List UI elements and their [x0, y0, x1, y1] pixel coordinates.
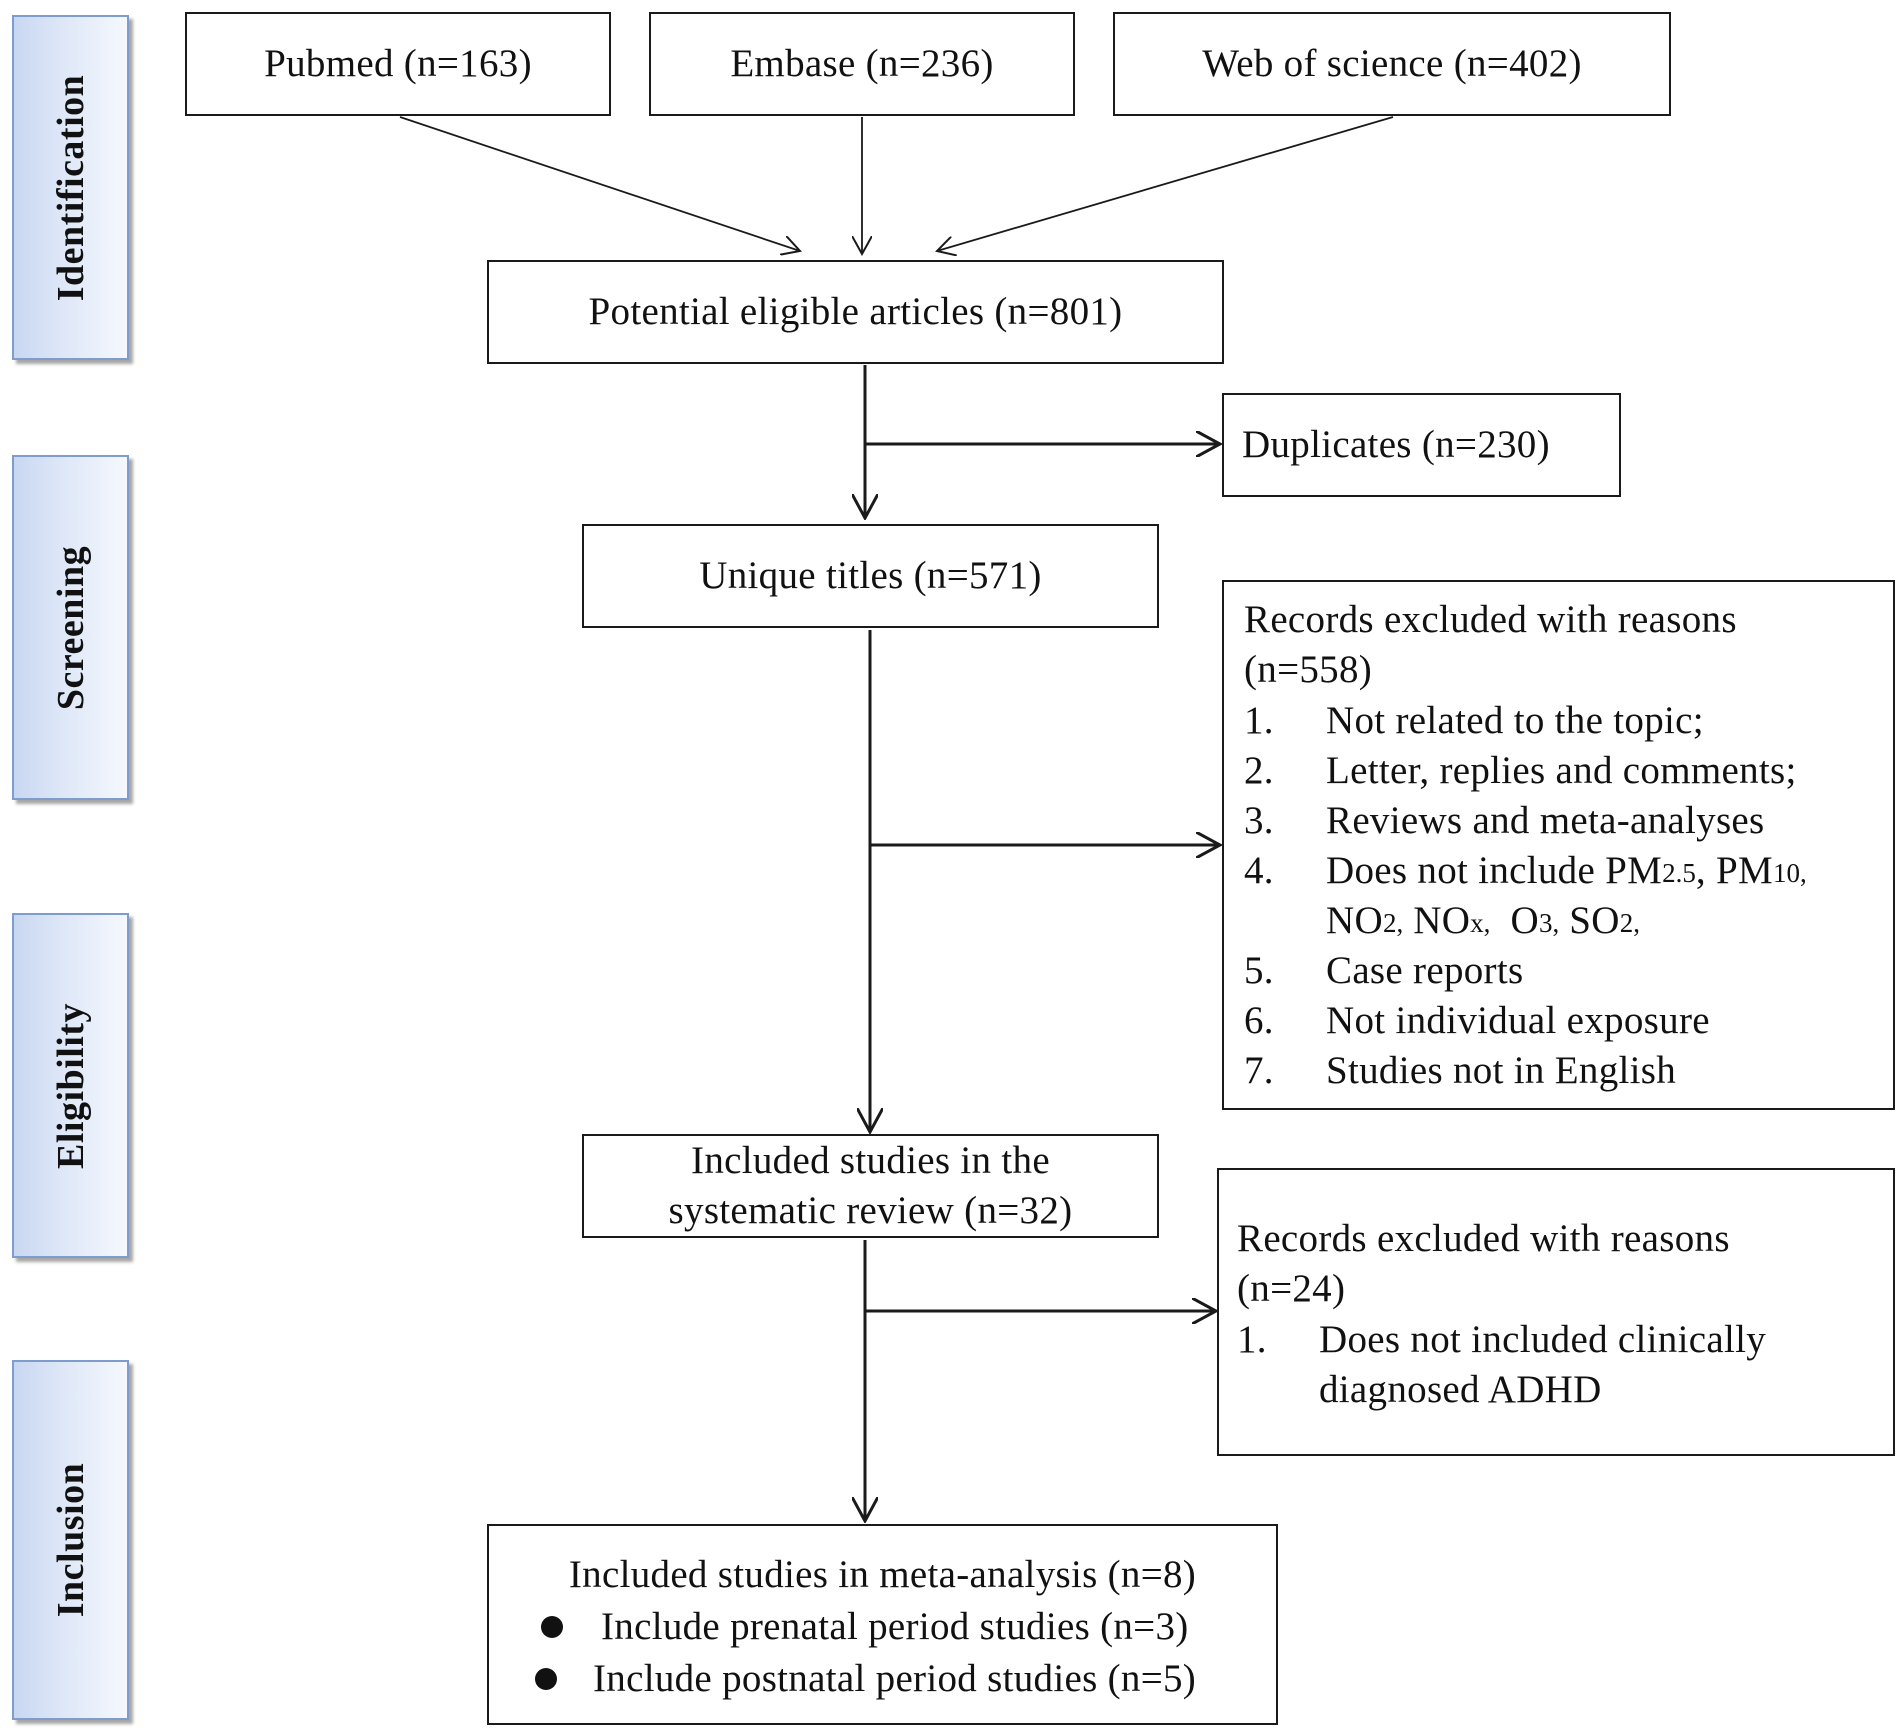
- arrow-wos-to-potential: [937, 116, 1394, 251]
- list-item-text: Studies not in English: [1326, 1049, 1677, 1092]
- exclusion-reasons-box-1: Records excluded with reasons (n=558) 1.…: [1222, 580, 1895, 1110]
- list-item: 1. Not related to the topic;: [1244, 696, 1885, 746]
- bullet-icon: [535, 1668, 557, 1690]
- phase-label: Screening: [49, 545, 92, 710]
- potential-eligible-box: Potential eligible articles (n=801): [487, 260, 1224, 364]
- so2-subscript: 2,: [1619, 908, 1641, 938]
- pollutant-text: Does not include PM: [1326, 849, 1663, 892]
- list-item-text: Reviews and meta-analyses: [1326, 799, 1765, 842]
- list-item: 6. Not individual exposure: [1244, 996, 1885, 1046]
- phase-eligibility: Eligibility: [12, 913, 129, 1258]
- pubmed-box: Pubmed (n=163): [185, 12, 611, 116]
- list-item: 3. Reviews and meta-analyses: [1244, 796, 1885, 846]
- meta-analysis-title-row: Included studies in meta-analysis (n=8): [489, 1550, 1276, 1600]
- embase-label: Embase (n=236): [730, 42, 994, 85]
- list-item-text: Case reports: [1326, 949, 1524, 992]
- phase-screening: Screening: [12, 455, 129, 800]
- meta-analysis-box: Included studies in meta-analysis (n=8) …: [487, 1524, 1278, 1725]
- list-item-text: Letter, replies and comments;: [1326, 749, 1797, 792]
- list-item: 7. Studies not in English: [1244, 1046, 1885, 1096]
- list-item: 5. Case reports: [1244, 946, 1885, 996]
- list-item: 4. Does not include PM2.5, PM10,: [1244, 846, 1885, 896]
- pollutant-text: O: [1490, 899, 1539, 942]
- pollutant-text: , PM: [1695, 849, 1773, 892]
- list-item: 2. Letter, replies and comments;: [1244, 746, 1885, 796]
- web-of-science-box: Web of science (n=402): [1113, 12, 1671, 116]
- unique-titles-box: Unique titles (n=571): [582, 524, 1159, 628]
- list-item-number: 1.: [1244, 699, 1274, 742]
- exclusion-title-row: Records excluded with reasons: [1237, 1214, 1885, 1264]
- list-item-text: Not related to the topic;: [1326, 699, 1704, 742]
- list-item-number: 4.: [1244, 849, 1274, 892]
- list-item-text: Does not included clinically: [1319, 1318, 1767, 1361]
- list-item-number: 6.: [1244, 999, 1274, 1042]
- pubmed-label: Pubmed (n=163): [264, 42, 532, 85]
- nox-subscript: x,: [1470, 908, 1491, 938]
- phase-label: Inclusion: [49, 1462, 92, 1618]
- list-item-number: 2.: [1244, 749, 1274, 792]
- bullet-text: Include prenatal period studies (n=3): [601, 1605, 1189, 1648]
- list-item-number: 7.: [1244, 1049, 1274, 1092]
- exclusion-title-row: Records excluded with reasons: [1244, 595, 1885, 645]
- meta-analysis-title: Included studies in meta-analysis (n=8): [568, 1553, 1197, 1596]
- bullet-text: Include postnatal period studies (n=5): [593, 1657, 1197, 1700]
- duplicates-box: Duplicates (n=230): [1222, 393, 1621, 497]
- list-item: 1. Does not included clinically: [1237, 1315, 1885, 1365]
- pollutant-text: NO: [1326, 899, 1383, 942]
- phase-label: Identification: [49, 74, 92, 301]
- systematic-review-line1: Included studies in the: [691, 1139, 1050, 1182]
- exclusion-title: Records excluded with reasons: [1244, 598, 1737, 641]
- pollutant-text: NO: [1403, 899, 1471, 942]
- exclusion-count-row: (n=24): [1237, 1264, 1885, 1314]
- potential-eligible-label: Potential eligible articles (n=801): [588, 290, 1123, 333]
- exclusion-reasons-box-2: Records excluded with reasons (n=24) 1. …: [1217, 1168, 1895, 1456]
- list-item-text-pollutants: Does not include PM2.5, PM10,: [1326, 846, 1807, 899]
- pm10-subscript: 10,: [1772, 858, 1807, 888]
- unique-titles-label: Unique titles (n=571): [699, 554, 1042, 597]
- arrow-pubmed-to-potential: [399, 116, 800, 251]
- web-of-science-label: Web of science (n=402): [1202, 42, 1582, 85]
- exclusion-title: Records excluded with reasons: [1237, 1217, 1730, 1260]
- systematic-review-box: Included studies in the systematic revie…: [582, 1134, 1159, 1238]
- exclusion-count-row: (n=558): [1244, 645, 1885, 695]
- o3-subscript: 3,: [1539, 908, 1560, 938]
- list-item-text: diagnosed ADHD: [1319, 1368, 1602, 1411]
- list-item-number: 5.: [1244, 949, 1274, 992]
- pm25-subscript: 2.5: [1662, 858, 1696, 888]
- systematic-review-line2: systematic review (n=32): [668, 1189, 1073, 1232]
- list-item-number: 1.: [1237, 1318, 1267, 1361]
- bullet-icon: [541, 1616, 563, 1638]
- phase-inclusion: Inclusion: [12, 1360, 129, 1720]
- phase-identification: Identification: [12, 15, 129, 360]
- list-item-number: 3.: [1244, 799, 1274, 842]
- list-item-text: Not individual exposure: [1326, 999, 1710, 1042]
- list-item-text-pollutants: NO2, NOx, O3, SO2,: [1326, 896, 1640, 949]
- list-item-continuation: NO2, NOx, O3, SO2,: [1244, 896, 1885, 946]
- list-item-continuation: diagnosed ADHD: [1237, 1365, 1885, 1415]
- exclusion-count: (n=24): [1237, 1267, 1346, 1310]
- phase-label: Eligibility: [49, 1002, 92, 1169]
- no2-subscript: 2,: [1382, 908, 1404, 938]
- embase-box: Embase (n=236): [649, 12, 1075, 116]
- pollutant-text: SO: [1559, 899, 1620, 942]
- duplicates-label: Duplicates (n=230): [1242, 423, 1550, 466]
- exclusion-count: (n=558): [1244, 648, 1373, 691]
